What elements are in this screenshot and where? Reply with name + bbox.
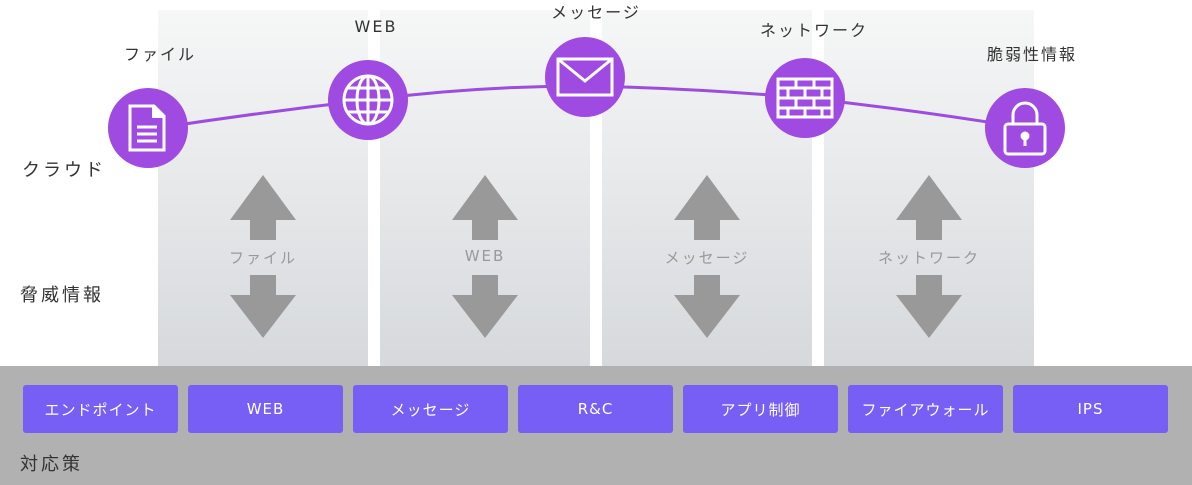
arrow-up-icon <box>230 175 296 240</box>
node-label-file: ファイル <box>123 45 197 64</box>
firewall-icon <box>776 77 834 119</box>
flow-label-network: ネットワーク <box>877 249 981 267</box>
flow-label-message: メッセージ <box>664 249 750 267</box>
measure-app-control[interactable]: アプリ制御 <box>683 385 838 433</box>
arrow-down-icon <box>674 275 740 338</box>
flow-label-web: WEB <box>464 247 506 265</box>
arrow-up-icon <box>452 175 518 240</box>
flow-label-file: ファイル <box>228 249 298 267</box>
measure-firewall[interactable]: ファイアウォール <box>848 385 1003 433</box>
node-file <box>108 88 188 168</box>
node-label-message: メッセージ <box>551 3 641 22</box>
node-label-network: ネットワーク <box>759 21 869 40</box>
envelope-icon <box>556 57 614 97</box>
measure-web[interactable]: WEB <box>188 385 343 433</box>
row-label-cloud: クラウド <box>22 160 106 181</box>
measure-rc[interactable]: R&C <box>518 385 673 433</box>
measure-endpoint[interactable]: エンドポイント <box>23 385 178 433</box>
arrow-down-icon <box>230 275 296 338</box>
node-vulnerability <box>985 88 1065 168</box>
document-icon <box>128 104 166 152</box>
arrow-up-icon <box>896 175 962 240</box>
arrow-down-icon <box>896 275 962 338</box>
node-web <box>328 60 408 140</box>
lock-icon <box>1003 101 1047 156</box>
node-network <box>765 58 845 138</box>
measure-ips[interactable]: IPS <box>1013 385 1168 433</box>
arrow-up-icon <box>674 175 740 240</box>
arrow-down-icon <box>452 275 518 338</box>
row-label-response: 対応策 <box>20 454 83 475</box>
node-label-vulnerability: 脆弱性情報 <box>986 45 1078 64</box>
node-message <box>545 37 625 117</box>
row-label-threat: 脅威情報 <box>20 285 104 306</box>
globe-icon <box>342 74 394 126</box>
node-label-web: WEB <box>354 17 398 36</box>
measure-message[interactable]: メッセージ <box>353 385 508 433</box>
